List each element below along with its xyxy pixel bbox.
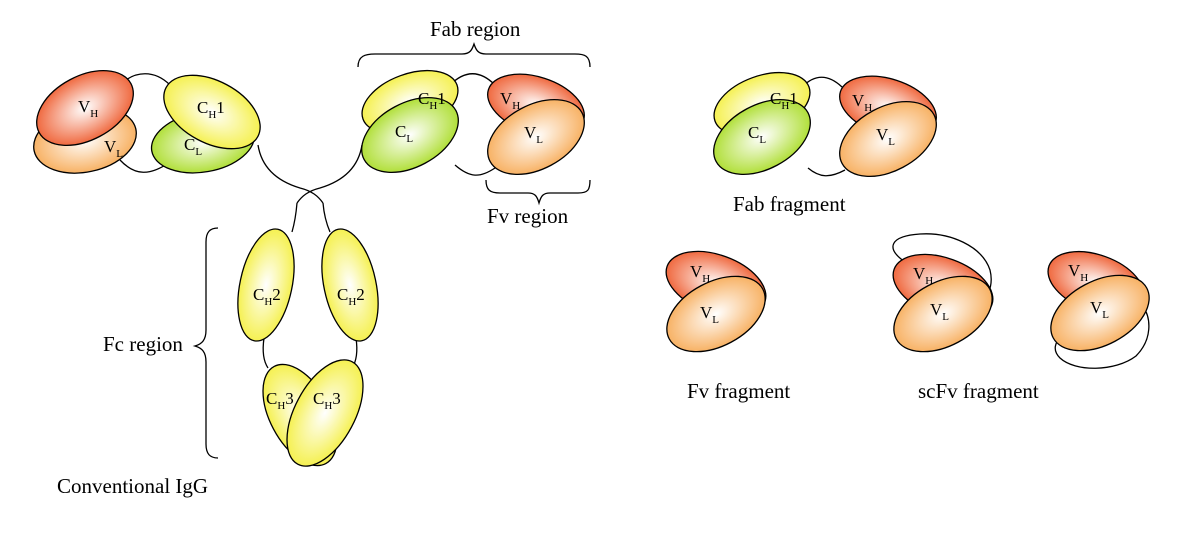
scfv-linker-top [892, 233, 992, 299]
cl-label: CL [395, 122, 413, 145]
cl-label: CL [184, 135, 202, 158]
vh-label: VH [852, 91, 872, 114]
vh-label: VH [1068, 261, 1088, 284]
vl-label: VL [104, 137, 123, 160]
right-arm-link-bottom [454, 164, 496, 176]
hinge-line-right [296, 144, 363, 204]
hinge-line-left [257, 144, 324, 204]
fv-fragment-label: Fv fragment [687, 379, 790, 403]
vl-label: VL [876, 125, 895, 148]
ch1-label: CH1 [770, 89, 798, 112]
fc-link-left [262, 337, 269, 369]
vl-label: VL [524, 123, 543, 146]
fab-region-label: Fab region [430, 17, 521, 41]
vl-domain [839, 101, 937, 177]
ch3-label: CH3 [266, 389, 294, 412]
hinge-line-down-left [291, 202, 298, 233]
ch3-domain [286, 359, 364, 467]
scfv-linker-bottom [1054, 304, 1150, 369]
ch3-label: CH3 [313, 389, 341, 412]
fab-fragment: CH1 CL VH VL Fab fragment [713, 71, 937, 216]
fv-fragment: VH VL Fv fragment [665, 250, 790, 403]
ch1-label: CH1 [418, 89, 446, 112]
vh-label: VH [500, 89, 520, 112]
ch2-domain [237, 228, 295, 342]
vh-label: VH [78, 97, 98, 120]
fab-link-bottom [807, 167, 846, 177]
ch2-domain [321, 228, 379, 342]
vh-label: VH [690, 262, 710, 285]
ch2-label: CH2 [337, 285, 365, 308]
fab-region-brace [357, 41, 591, 68]
ch1-label: CH1 [197, 98, 225, 121]
vl-domain [487, 99, 585, 175]
fv-region-brace [485, 179, 591, 206]
cl-domain [713, 99, 811, 175]
vl-label: VL [700, 303, 719, 326]
conventional-igg-label: Conventional IgG [57, 474, 208, 498]
fc-region-label: Fc region [103, 332, 183, 356]
scfv-fragment-label: scFv fragment [918, 379, 1039, 403]
vh-label: VH [913, 264, 933, 287]
vh-domain [36, 70, 134, 146]
vl-label: VL [1090, 298, 1109, 321]
vl-domain [666, 275, 766, 353]
vl-domain [1050, 274, 1150, 352]
ch2-label: CH2 [253, 285, 281, 308]
cl-domain [361, 97, 459, 173]
hinge-line-down-right [322, 202, 331, 233]
vl-label: VL [930, 300, 949, 323]
fab-fragment-label: Fab fragment [733, 192, 846, 216]
cl-label: CL [748, 123, 766, 146]
scfv-fragment: VH VL VH VL scFv fragment [892, 233, 1150, 403]
vl-domain [893, 275, 993, 353]
ch1-domain [163, 74, 261, 150]
fv-region-label: Fv region [487, 204, 569, 228]
conventional-igg: VH VL CH1 CL CH1 CL VH VL CH2 CH2 CH3 CH… [33, 17, 591, 498]
fc-region-brace [192, 227, 219, 459]
